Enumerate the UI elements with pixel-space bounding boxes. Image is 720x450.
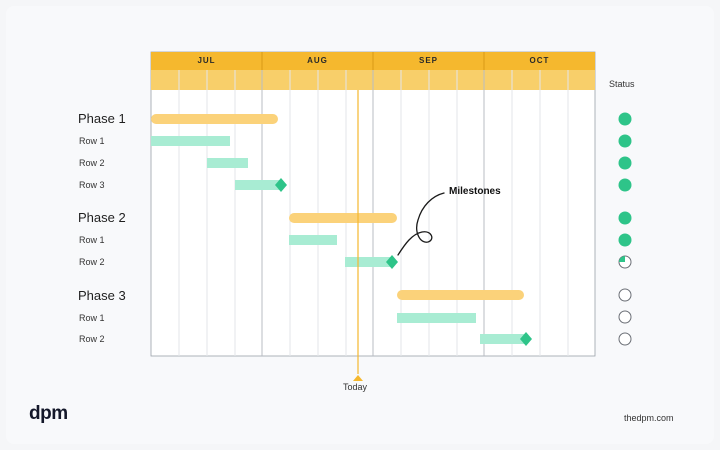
month-label-sep: SEP	[418, 56, 438, 65]
status-not-started-icon	[618, 288, 632, 302]
row-label-phase-2: Phase 2	[78, 210, 126, 225]
header-dividers	[261, 52, 485, 70]
today-marker	[353, 375, 363, 381]
milestone-marker	[386, 255, 398, 269]
milestone-marker	[275, 178, 287, 192]
month-label-jul: JUL	[197, 56, 216, 65]
status-column	[618, 112, 632, 346]
task-bar	[235, 180, 281, 190]
month-dividers	[261, 52, 485, 356]
task-bar	[345, 257, 392, 267]
row-label-phase-1-row-1: Row 1	[79, 136, 105, 146]
row-label-phase-1: Phase 1	[78, 111, 126, 126]
task-bar	[207, 158, 248, 168]
status-complete-icon	[618, 134, 632, 148]
status-complete-icon	[618, 178, 632, 192]
task-bar	[480, 334, 526, 344]
status-complete-icon	[618, 211, 632, 225]
task-bar	[151, 136, 230, 146]
status-partial-icon	[618, 255, 632, 269]
status-not-started-icon	[618, 310, 632, 324]
today-label: Today	[343, 382, 368, 392]
task-bar	[397, 313, 476, 323]
site-url: thedpm.com	[624, 413, 674, 423]
status-not-started-icon	[618, 332, 632, 346]
brand-logo: dpm	[29, 403, 68, 424]
month-label-aug: AUG	[307, 56, 328, 65]
phase-bar	[151, 114, 278, 124]
milestone-annotation-curve	[397, 192, 445, 256]
status-header: Status	[609, 79, 635, 89]
task-bar	[289, 235, 337, 245]
row-label-phase-2-row-2: Row 2	[79, 257, 105, 267]
row-label-phase-3-row-2: Row 2	[79, 334, 105, 344]
status-complete-icon	[618, 233, 632, 247]
row-label-phase-1-row-3: Row 3	[79, 180, 105, 190]
row-label-phase-2-row-1: Row 1	[79, 235, 105, 245]
milestone-marker	[520, 332, 532, 346]
milestones-annotation: Milestones	[449, 186, 501, 197]
phase-bar	[397, 290, 524, 300]
status-complete-icon	[618, 112, 632, 126]
phase-bar	[289, 213, 397, 223]
status-complete-icon	[618, 156, 632, 170]
row-label-phase-1-row-2: Row 2	[79, 158, 105, 168]
month-label-oct: OCT	[529, 56, 550, 65]
row-label-phase-3-row-1: Row 1	[79, 313, 105, 323]
row-label-phase-3: Phase 3	[78, 288, 126, 303]
